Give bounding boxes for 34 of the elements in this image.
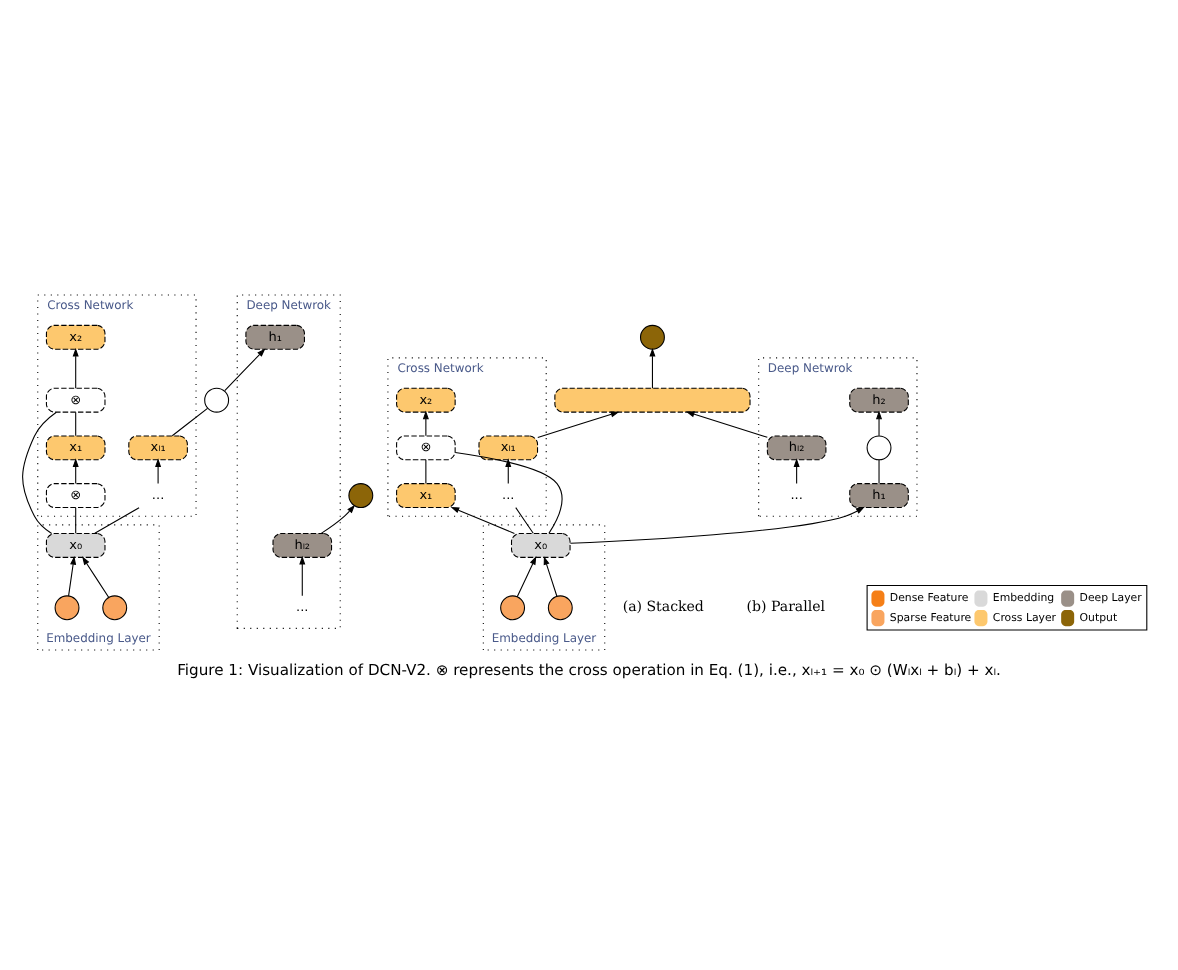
connector — [425, 459, 427, 484]
connector — [515, 507, 534, 534]
connector — [454, 452, 563, 534]
arrow — [422, 410, 429, 437]
arrow — [155, 458, 162, 484]
node-circle — [204, 387, 230, 413]
node-circle — [547, 595, 573, 621]
connector — [878, 459, 880, 484]
arrow — [537, 411, 620, 438]
arrow — [516, 556, 537, 598]
node-circle — [54, 595, 80, 621]
node-box — [554, 387, 751, 413]
arrow — [82, 556, 110, 598]
arrow — [876, 410, 883, 437]
arrow — [543, 556, 558, 597]
connector — [75, 507, 77, 534]
node-circle — [866, 435, 892, 461]
arrow — [320, 504, 356, 534]
connector — [94, 507, 140, 534]
node-circle — [348, 483, 374, 509]
connector — [22, 411, 57, 534]
arrow — [224, 348, 266, 392]
connector — [171, 407, 209, 437]
connector — [75, 411, 77, 437]
node-circle — [500, 595, 526, 621]
node-circle — [640, 324, 665, 350]
arrow — [649, 347, 656, 389]
arrow — [569, 506, 865, 544]
arrow — [68, 555, 77, 597]
node-circle — [102, 595, 128, 621]
arrow — [72, 347, 79, 389]
arrow — [685, 411, 768, 438]
arrow — [450, 506, 515, 534]
arrow — [299, 555, 306, 597]
